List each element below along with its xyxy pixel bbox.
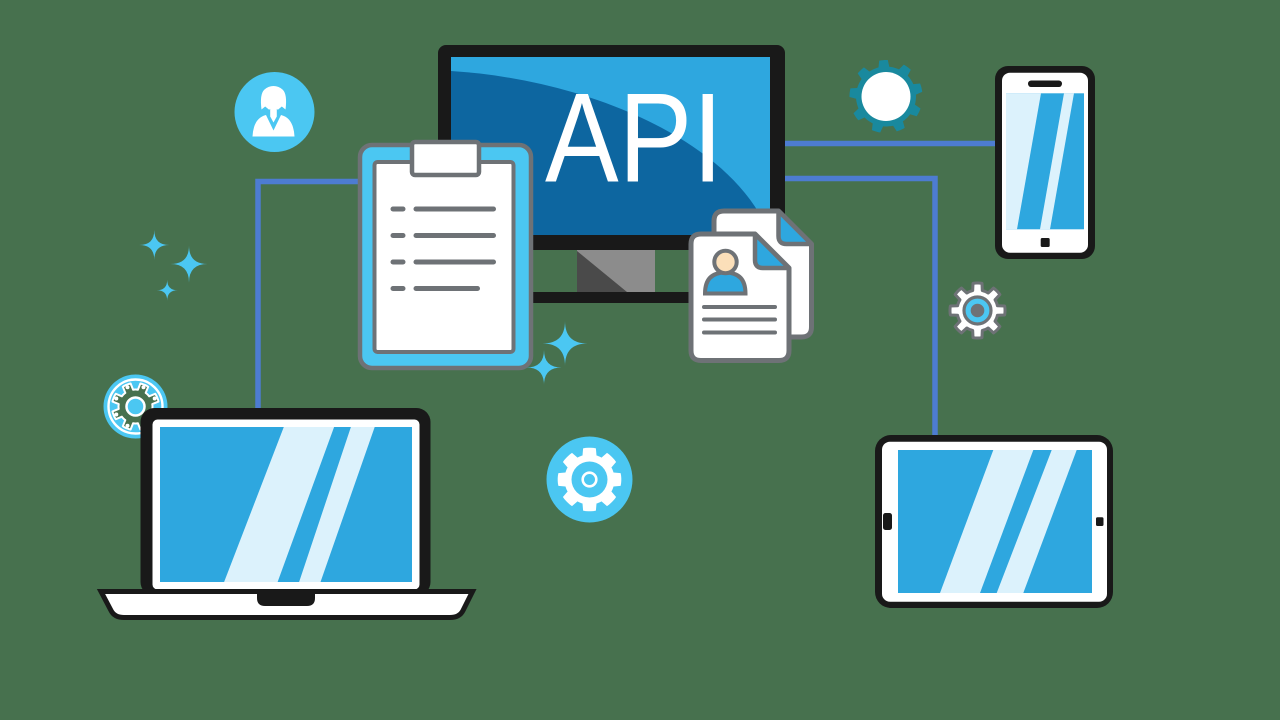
gear-center: [571, 461, 608, 498]
gear-dot: [125, 385, 130, 390]
gear-icon-teal: [849, 60, 923, 133]
gear-center-ring: [581, 471, 598, 488]
avatar-torso: [252, 115, 295, 137]
sparkle-icon: [170, 245, 208, 283]
monitor-base: [529, 292, 694, 303]
gear-center: [125, 396, 146, 417]
profile-document-icon: [688, 208, 814, 363]
document-lines: [702, 305, 777, 335]
document-front: [688, 231, 792, 363]
laptop-hinge-notch: [257, 590, 315, 606]
monitor-screen-text: API: [545, 67, 723, 209]
sparkles-center: [526, 321, 588, 385]
avatar-neck-collar: [270, 104, 277, 123]
laptop-screen: [160, 427, 412, 582]
avatar-pocket: [279, 127, 287, 131]
tablet-home-button: [1096, 517, 1104, 526]
sparkle-icon: [156, 279, 178, 301]
gear-center-dot: [970, 303, 985, 318]
clipboard-paper: [372, 160, 516, 354]
phone-speaker: [1028, 80, 1062, 87]
gear-dot: [125, 423, 130, 428]
connector-line-tablet: [781, 175, 938, 440]
tablet-camera: [883, 513, 892, 530]
screen-stripe: [224, 427, 335, 582]
phone-home-button: [1040, 238, 1050, 247]
tablet-screen: [898, 450, 1092, 593]
gear-icon-outline: [948, 281, 1007, 340]
gear-dot: [114, 412, 119, 417]
gear-dot: [141, 385, 146, 390]
clipboard-clip: [409, 139, 482, 178]
clipboard-checklist-icon: [357, 139, 534, 371]
laptop: [96, 408, 477, 620]
gear-hole: [861, 72, 911, 121]
smartphone: [995, 66, 1095, 259]
screen-stripe: [1006, 93, 1041, 230]
gear-dot: [152, 396, 157, 401]
clipboard-rows: [390, 206, 496, 291]
gear-ring: [107, 378, 164, 435]
document-fold: [752, 231, 792, 271]
screen-stripe: [996, 450, 1077, 593]
gear-dot: [114, 396, 119, 401]
sparkle-icon: [526, 350, 562, 385]
sparkle-icon: [139, 230, 170, 260]
monitor-stand-shadow: [577, 251, 627, 292]
person-shoulders: [702, 270, 748, 296]
screen-stripe: [940, 450, 1034, 593]
phone-screen: [1006, 93, 1084, 230]
screen-stripe: [1040, 93, 1074, 230]
avatar-head: [260, 86, 287, 110]
person-head: [712, 248, 739, 276]
tablet: [875, 435, 1113, 608]
sparkles-left: [139, 230, 208, 301]
document-fold: [776, 208, 814, 247]
user-avatar-icon: [234, 72, 315, 152]
sparkle-icon: [542, 321, 588, 366]
screen-stripe: [299, 427, 375, 582]
gear-icon-circle: [546, 436, 633, 523]
